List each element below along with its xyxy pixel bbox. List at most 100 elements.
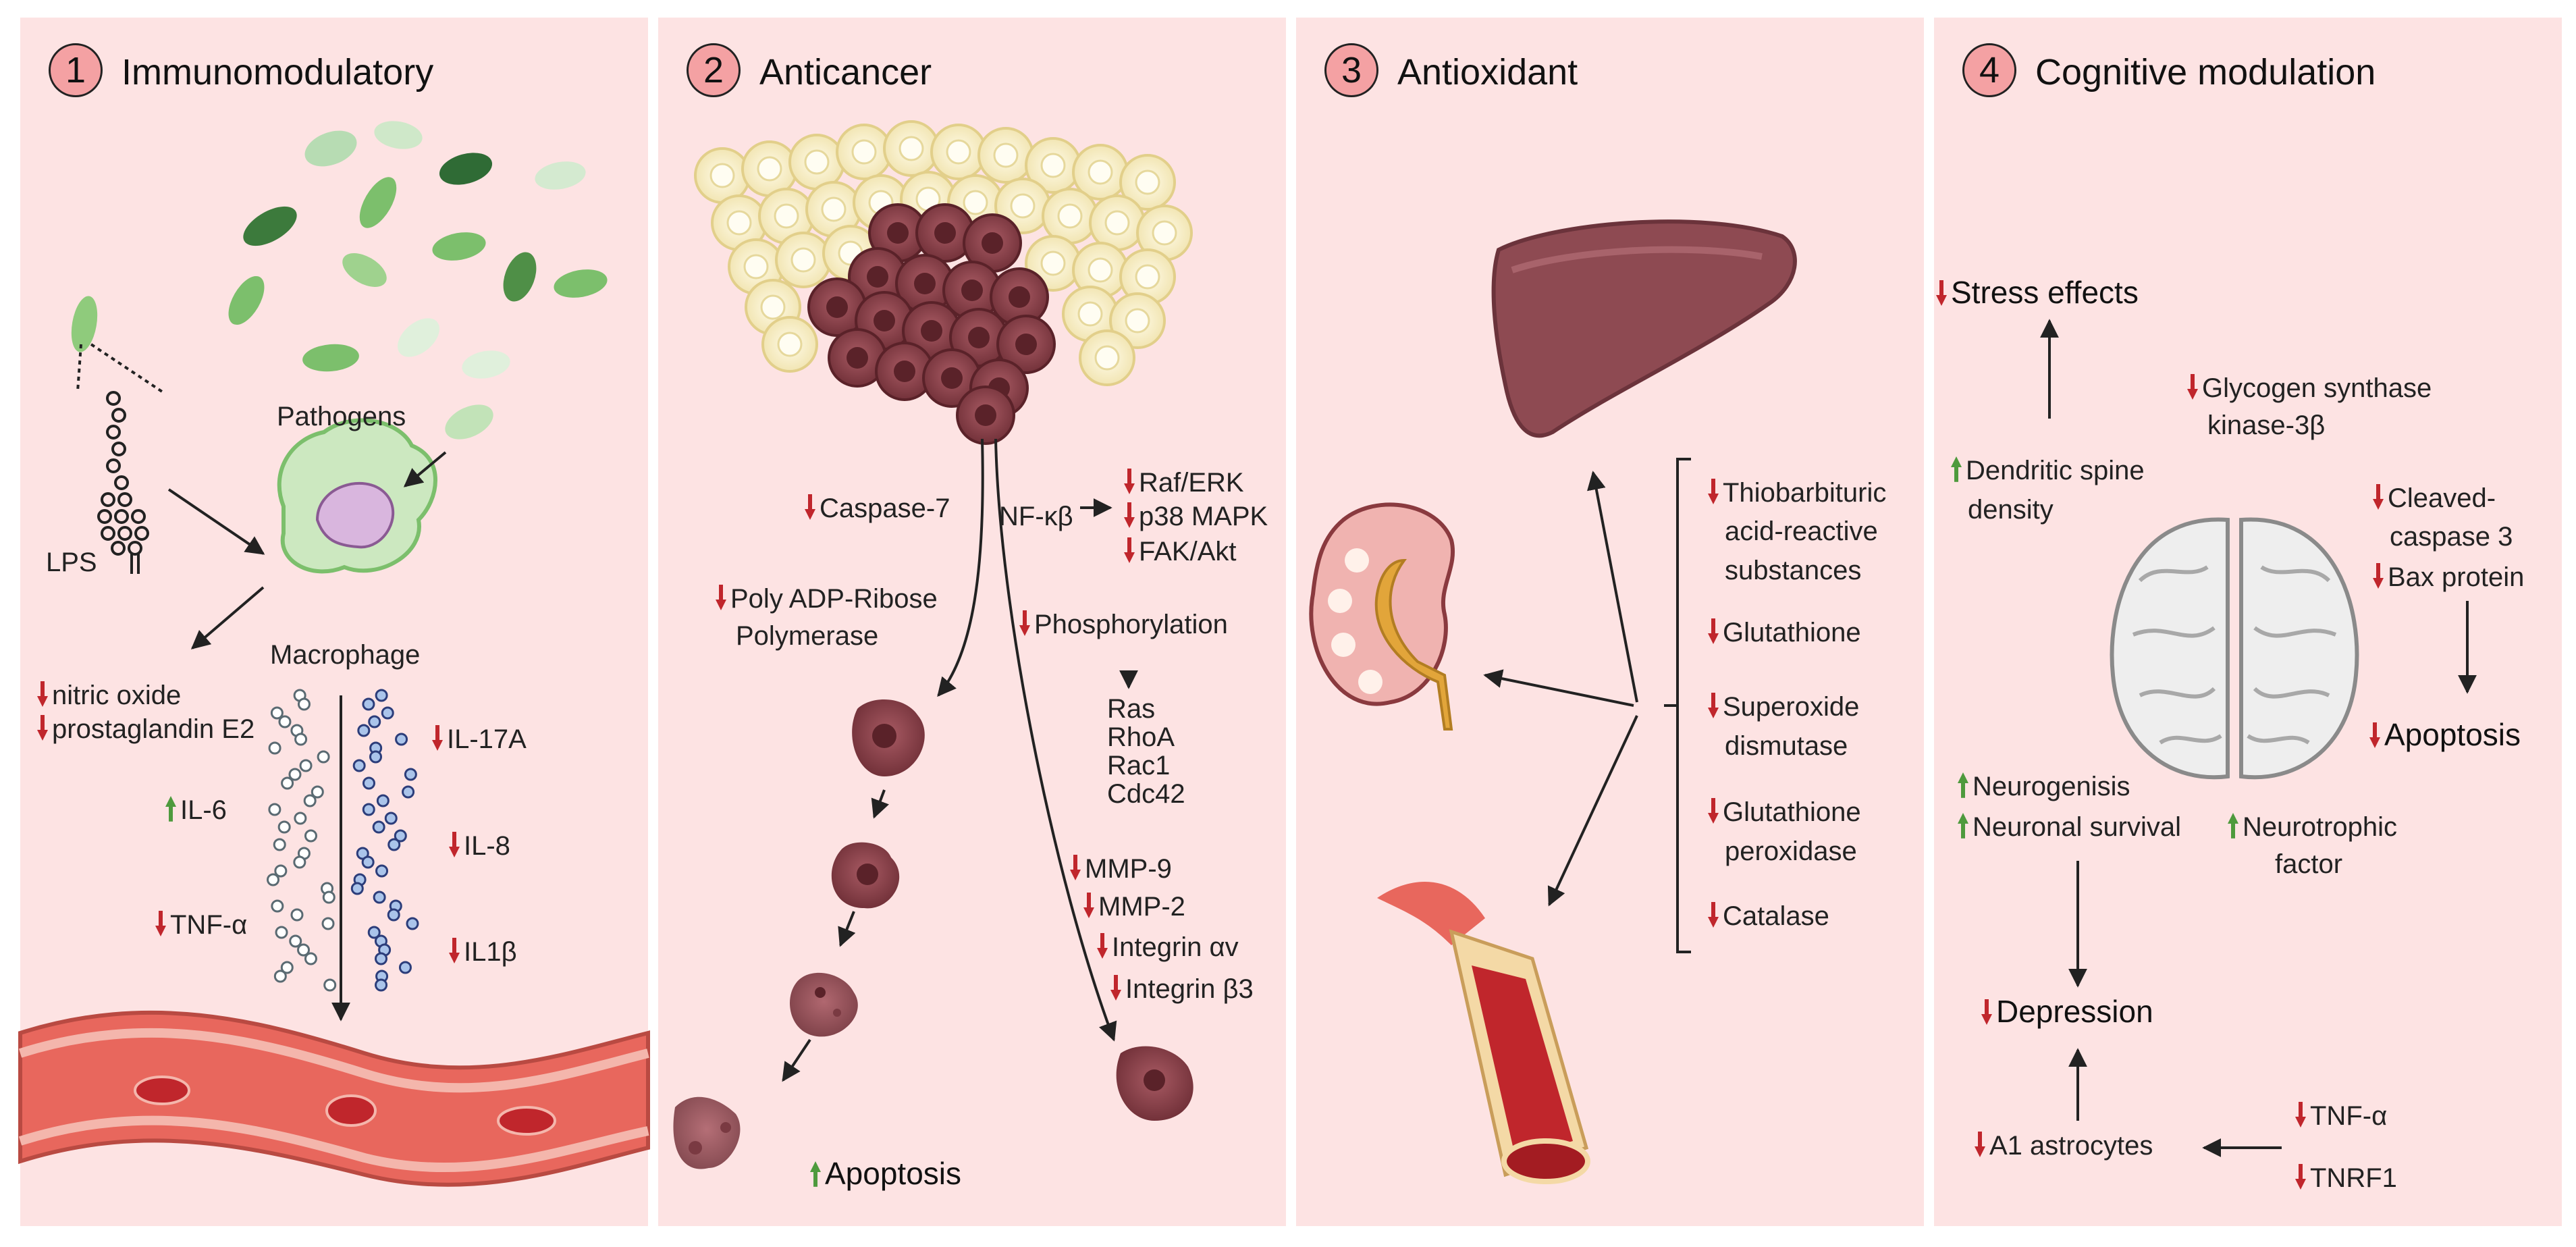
panel-title: Anticancer <box>759 52 932 92</box>
decrease-arrow-icon <box>716 585 726 610</box>
decrease-arrow-icon <box>1708 693 1719 718</box>
decrease-arrow-icon <box>2373 563 2384 589</box>
decrease-arrow-icon <box>1981 999 1992 1025</box>
decrease-arrow-icon <box>2295 1164 2306 1190</box>
mmp9-label: MMP-9 <box>1070 852 1172 886</box>
caspase7-label: Caspase-7 <box>805 492 950 525</box>
decrease-arrow-icon <box>1708 618 1719 644</box>
panel-title: Immunomodulatory <box>122 52 434 92</box>
rac1-label: Rac1 <box>1107 751 1171 780</box>
gsk-label-line2: kinase-3β <box>2207 410 2326 440</box>
decrease-arrow-icon <box>2373 484 2384 510</box>
tnf-alpha-label-p4: TNF-α <box>2295 1099 2387 1133</box>
cdc42-label: Cdc42 <box>1107 779 1185 809</box>
gpx-label-line1: Glutathione <box>1708 795 1861 829</box>
decrease-arrow-icon <box>1708 479 1719 504</box>
p38-mapk-label: p38 MAPK <box>1124 500 1268 533</box>
neuronal-survival-label: Neuronal survival <box>1958 810 2181 844</box>
catalase-label: Catalase <box>1708 899 1829 933</box>
glutathione-label: Glutathione <box>1708 616 1861 649</box>
mmp2-label: MMP-2 <box>1083 890 1185 924</box>
panel-cognitive-modulation: 4 Cognitive modulation <box>1934 18 2562 1226</box>
tnrf1-label: TNRF1 <box>2295 1161 2397 1195</box>
gpx-label-line2: peroxidase <box>1725 837 1857 866</box>
tnf-alpha-label: TNF-α <box>155 908 247 942</box>
increase-arrow-icon <box>810 1161 821 1187</box>
tbars-label-line2: acid-reactive <box>1725 516 1878 546</box>
depression-label: Depression <box>1981 992 2153 1032</box>
nfkb-label: NF-κβ <box>999 502 1073 531</box>
panel-number: 2 <box>687 43 741 97</box>
integrin-b3-label: Integrin β3 <box>1110 972 1254 1006</box>
pathogens-label: Pathogens <box>277 402 406 431</box>
apoptosis-increase-label: Apoptosis <box>810 1155 961 1194</box>
tbars-label-line1: Thiobarbituric <box>1708 476 1886 510</box>
il8-label: IL-8 <box>449 829 510 863</box>
integrin-av-label: Integrin αv <box>1097 930 1239 964</box>
prostaglandin-label: prostaglandin E2 <box>37 712 254 746</box>
increase-arrow-icon <box>165 796 176 822</box>
lps-label: LPS <box>46 548 97 577</box>
il17a-label: IL-17A <box>432 722 527 756</box>
decrease-arrow-icon <box>2295 1102 2306 1127</box>
decrease-arrow-icon <box>2369 722 2380 748</box>
sod-label-line2: dismutase <box>1725 731 1848 761</box>
decrease-arrow-icon <box>449 938 460 963</box>
tbars-label-line3: substances <box>1725 556 1862 585</box>
panel-number: 4 <box>1962 43 2016 97</box>
decrease-arrow-icon <box>1975 1132 1985 1157</box>
a1-astrocytes-label: A1 astrocytes <box>1975 1129 2153 1163</box>
decrease-arrow-icon <box>1936 280 1947 306</box>
phosphorylation-label: Phosphorylation <box>1019 608 1228 641</box>
decrease-arrow-icon <box>1708 902 1719 928</box>
cleaved-caspase-label-line2: caspase 3 <box>2390 522 2513 552</box>
panel-title: Cognitive modulation <box>2035 52 2376 92</box>
decrease-arrow-icon <box>2187 374 2198 400</box>
decrease-arrow-icon <box>1070 855 1081 880</box>
decrease-arrow-icon <box>1083 893 1094 918</box>
decrease-arrow-icon <box>449 832 460 857</box>
decrease-arrow-icon <box>155 911 166 936</box>
neurogenisis-label: Neurogenisis <box>1958 770 2130 803</box>
il1b-label: IL1β <box>449 935 517 969</box>
decrease-arrow-icon <box>1124 502 1135 528</box>
panel-number: 1 <box>49 43 103 97</box>
bax-protein-label: Bax protein <box>2373 560 2524 594</box>
ras-label: Ras <box>1107 694 1156 724</box>
increase-arrow-icon <box>1958 813 1968 839</box>
parp-label-line2: Polymerase <box>736 621 879 651</box>
decrease-arrow-icon <box>432 725 443 751</box>
decrease-arrow-icon <box>37 715 48 741</box>
increase-arrow-icon <box>2228 813 2238 839</box>
dendritic-label-line2: density <box>1968 495 2054 525</box>
decrease-arrow-icon <box>1019 610 1030 636</box>
neurotrophic-label-line1: Neurotrophic <box>2228 810 2397 844</box>
cleaved-caspase-label-line1: Cleaved- <box>2373 481 2496 515</box>
decrease-arrow-icon <box>37 681 48 707</box>
nitric-oxide-label: nitric oxide <box>37 679 181 712</box>
sod-label-line1: Superoxide <box>1708 690 1859 724</box>
neurotrophic-label-line2: factor <box>2275 849 2343 879</box>
panel-number: 3 <box>1324 43 1378 97</box>
panel-immunomodulatory: 1 Immunomodulatory <box>20 18 648 1226</box>
decrease-arrow-icon <box>805 494 815 520</box>
decrease-arrow-icon <box>1708 798 1719 824</box>
dendritic-label-line1: Dendritic spine <box>1951 454 2145 487</box>
apoptosis-decrease-label: Apoptosis <box>2369 716 2521 755</box>
increase-arrow-icon <box>1951 456 1962 482</box>
decrease-arrow-icon <box>1124 469 1135 494</box>
increase-arrow-icon <box>1958 772 1968 798</box>
decrease-arrow-icon <box>1124 537 1135 563</box>
panel-title: Antioxidant <box>1397 52 1578 92</box>
decrease-arrow-icon <box>1110 975 1121 1001</box>
gsk-label-line1: Glycogen synthase <box>2187 371 2432 405</box>
raf-erk-label: Raf/ERK <box>1124 466 1244 500</box>
macrophage-label: Macrophage <box>270 640 421 670</box>
il6-label: IL-6 <box>165 793 227 827</box>
stress-effects-label: Stress effects <box>1936 273 2139 313</box>
fak-akt-label: FAK/Akt <box>1124 535 1237 568</box>
decrease-arrow-icon <box>1097 933 1108 959</box>
rhoa-label: RhoA <box>1107 722 1175 752</box>
parp-label-line1: Poly ADP-Ribose <box>716 582 938 616</box>
